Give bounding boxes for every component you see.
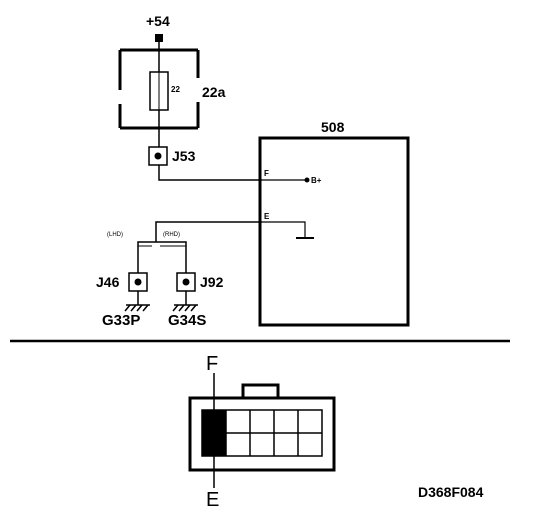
pin-f-label: F <box>264 169 269 178</box>
wire-e-to-branch <box>155 221 262 242</box>
rhd-label: (RHD) <box>163 232 180 238</box>
supply-terminal <box>155 34 163 42</box>
j46-pin <box>134 278 142 286</box>
lhd-label: (LHD) <box>107 232 123 238</box>
connector-face <box>188 383 336 472</box>
pin-e-label: E <box>264 212 270 221</box>
branch-wire-rhd <box>156 241 187 282</box>
j53-pin <box>154 152 162 160</box>
g34s-label: G34S <box>168 312 206 329</box>
fuse-label: 22a <box>202 84 226 100</box>
b-plus-dot <box>304 177 310 183</box>
highlighted-pins <box>202 410 226 456</box>
j92-label: J92 <box>200 274 224 290</box>
wire-j53-to-f <box>158 165 262 181</box>
branch-wire-lhd <box>137 241 156 282</box>
module-508 <box>258 136 410 327</box>
j46-label: J46 <box>96 274 120 290</box>
g34s-ground-symbol <box>172 304 198 312</box>
figure-id: D368F084 <box>418 484 484 500</box>
fuse-value: 22 <box>171 85 180 94</box>
module-label: 508 <box>321 119 345 135</box>
g33p-ground-symbol <box>124 304 150 312</box>
internal-ground-wire <box>262 221 306 238</box>
supply-label: +54 <box>146 13 170 29</box>
j92-pin <box>182 278 190 286</box>
j53-label: J53 <box>172 148 196 164</box>
connector-pin-f-label: F <box>206 353 218 375</box>
g33p-label: G33P <box>102 312 140 329</box>
connector-pin-e-label: E <box>206 489 219 511</box>
b-plus-label: B+ <box>311 176 322 185</box>
